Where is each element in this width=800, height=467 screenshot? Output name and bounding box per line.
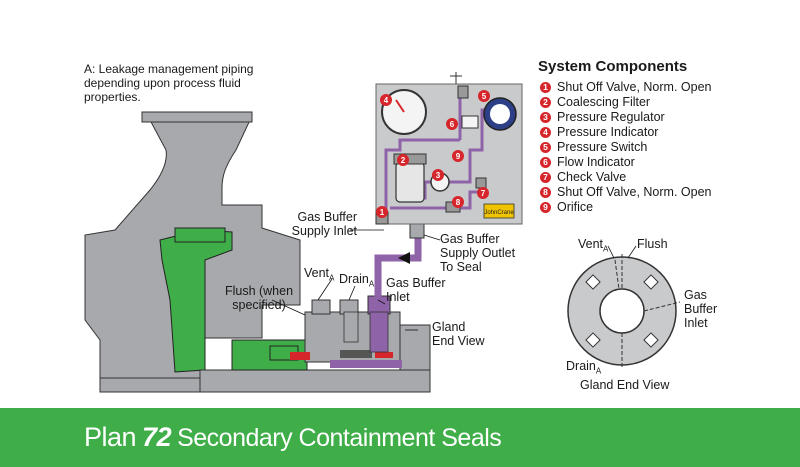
leakage-note-line2: depending upon process fluid xyxy=(84,76,241,90)
svg-text:6: 6 xyxy=(450,120,455,129)
component-item: 1 Shut Off Valve, Norm. Open xyxy=(540,80,711,95)
component-label: Pressure Indicator xyxy=(557,125,659,139)
panel-badges: 4 5 6 2 9 3 7 8 1 xyxy=(376,90,490,218)
component-item: 6 Flow Indicator xyxy=(540,155,711,170)
gas-buffer-inlet-label: Gas Buffer Inlet xyxy=(386,276,446,304)
svg-text:9: 9 xyxy=(456,152,461,161)
component-item: 5 Pressure Switch xyxy=(540,140,711,155)
component-item: 3 Pressure Regulator xyxy=(540,110,711,125)
svg-text:2: 2 xyxy=(401,156,406,165)
component-label: Flow Indicator xyxy=(557,155,635,169)
svg-text:7: 7 xyxy=(481,189,486,198)
component-item: 2 Coalescing Filter xyxy=(540,95,711,110)
end-view-vent-label: VentA xyxy=(578,237,609,254)
component-number-badge: 6 xyxy=(540,157,551,168)
component-label: Shut Off Valve, Norm. Open xyxy=(557,80,712,94)
component-number-badge: 4 xyxy=(540,127,551,138)
component-item: 8 Shut Off Valve, Norm. Open xyxy=(540,185,711,200)
gas-buffer-supply-inlet-label: Gas Buffer Supply Inlet xyxy=(291,210,357,238)
component-label: Orifice xyxy=(557,200,594,214)
end-view-caption: Gland End View xyxy=(580,378,670,392)
svg-text:5: 5 xyxy=(482,92,487,101)
svg-text:3: 3 xyxy=(436,171,441,180)
vent-label: VentA xyxy=(304,266,335,283)
flow-arrow-icon xyxy=(398,252,410,264)
end-view-drain-label: DrainA xyxy=(566,359,602,376)
leakage-note-line3: properties. xyxy=(84,90,141,104)
component-item: 4 Pressure Indicator xyxy=(540,125,711,140)
leader-lines xyxy=(271,229,441,331)
component-number-badge: 7 xyxy=(540,172,551,183)
footer-subtitle: Secondary Containment Seals xyxy=(177,424,502,452)
svg-text:4: 4 xyxy=(384,96,389,105)
component-label: Pressure Switch xyxy=(557,140,648,154)
component-label: Shut Off Valve, Norm. Open xyxy=(557,185,712,199)
component-number-badge: 2 xyxy=(540,97,551,108)
drain-label: DrainA xyxy=(339,272,375,289)
flush-label: Flush (when specified) xyxy=(224,284,294,312)
footer-plan-number: 72 xyxy=(142,422,172,452)
component-label: Coalescing Filter xyxy=(557,95,651,109)
component-item: 9 Orifice xyxy=(540,200,711,215)
svg-text:1: 1 xyxy=(380,208,385,217)
pump-casing xyxy=(84,111,301,379)
component-number-badge: 1 xyxy=(540,82,551,93)
end-view-gas-buffer-inlet-label: Gas Buffer Inlet xyxy=(684,288,718,330)
component-label: Check Valve xyxy=(557,170,627,184)
component-number-badge: 5 xyxy=(540,142,551,153)
shaft xyxy=(199,369,431,393)
svg-text:8: 8 xyxy=(456,198,461,207)
component-label: Pressure Regulator xyxy=(557,110,665,124)
component-number-badge: 9 xyxy=(540,202,551,213)
gland-end-view xyxy=(567,245,681,368)
leakage-note: A: Leakage management piping depending u… xyxy=(84,62,284,104)
seal-assembly xyxy=(231,295,431,371)
panel-logo: JohnCrane xyxy=(484,210,514,216)
component-number-badge: 3 xyxy=(540,112,551,123)
component-item: 7 Check Valve xyxy=(540,170,711,185)
component-number-badge: 8 xyxy=(540,187,551,198)
gas-buffer-panel: JohnCrane 4 5 6 2 9 3 7 8 1 xyxy=(375,72,523,225)
seal-schematic: JohnCrane 4 5 6 2 9 3 7 8 1 xyxy=(84,72,681,393)
end-view-flush-label: Flush xyxy=(637,237,668,251)
leakage-note-line1: A: Leakage management piping xyxy=(84,62,254,76)
system-components-title: System Components xyxy=(538,58,688,75)
footer-plan-word: Plan xyxy=(84,422,137,452)
gland-end-view-label: Gland End View xyxy=(432,320,485,348)
gas-buffer-outlet-label: Gas Buffer Supply Outlet To Seal xyxy=(440,232,516,274)
